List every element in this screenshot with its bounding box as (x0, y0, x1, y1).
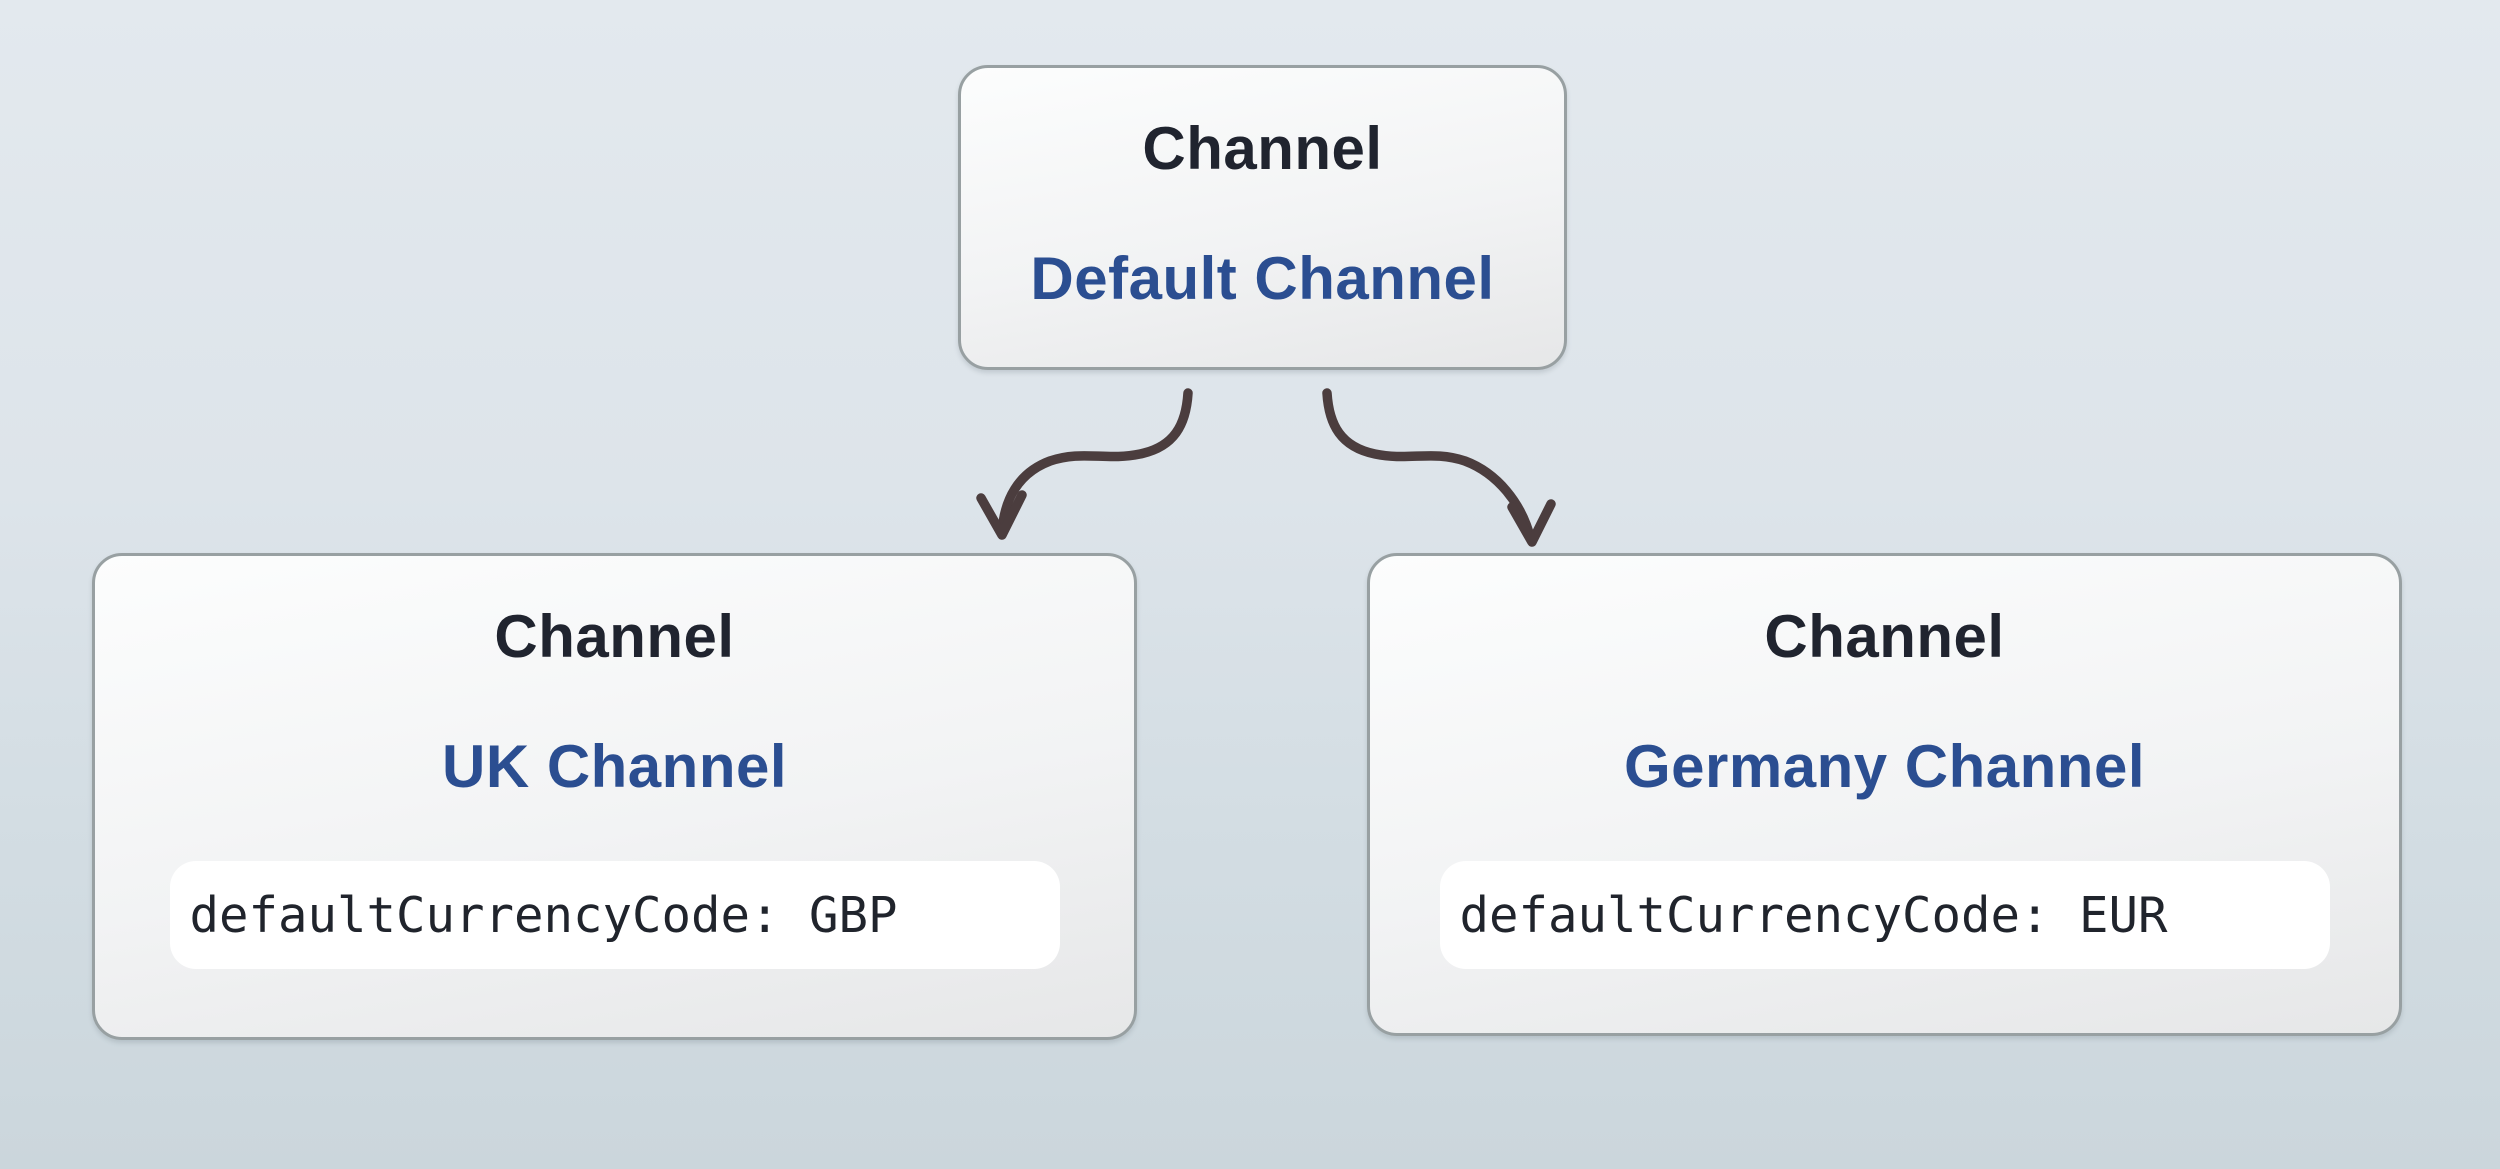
node-default-channel: Channel Default Channel (958, 65, 1567, 370)
node-germany-channel: Channel Germany Channel defaultCurrencyC… (1367, 553, 2402, 1036)
node-type-label: Channel (1142, 115, 1383, 182)
node-name-label: Default Channel (1030, 245, 1495, 312)
edge-default-to-germany (1322, 388, 1536, 545)
node-name-label: Germany Channel (1624, 733, 2145, 800)
arrowhead-germany-icon (1507, 499, 1556, 547)
node-uk-channel: Channel UK Channel defaultCurrencyCode: … (92, 553, 1137, 1040)
node-type-label: Channel (1764, 603, 2005, 670)
attribute-pill: defaultCurrencyCode: GBP (169, 861, 1060, 969)
arrowhead-uk-icon (976, 490, 1027, 540)
node-name-label: UK Channel (441, 733, 788, 800)
attribute-text: defaultCurrencyCode: EUR (1459, 886, 2168, 944)
attribute-text: defaultCurrencyCode: GBP (189, 886, 898, 944)
edge-default-to-uk (997, 388, 1193, 538)
node-type-label: Channel (494, 603, 735, 670)
attribute-pill: defaultCurrencyCode: EUR (1439, 861, 2330, 969)
